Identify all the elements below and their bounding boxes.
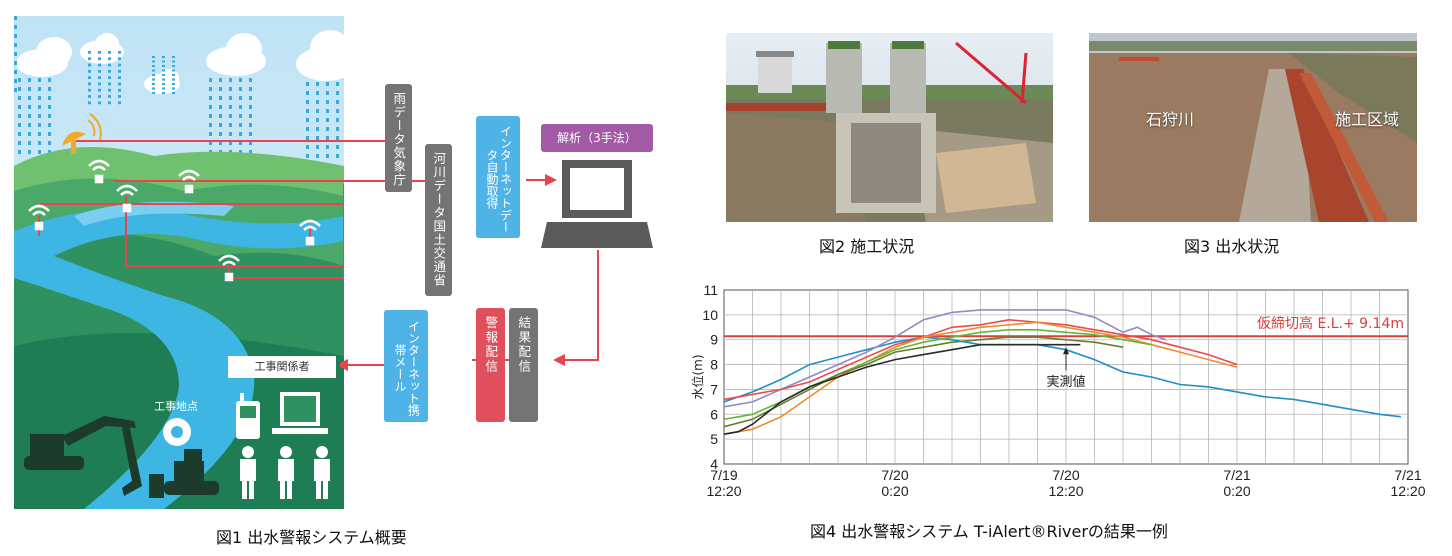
laptop-icon <box>272 392 328 434</box>
y-tick-label: 8 <box>710 357 718 373</box>
bulldozer-icon <box>149 449 219 498</box>
y-tick-label: 5 <box>710 431 718 447</box>
river-data-label: 河川データ国土交通省 <box>431 152 447 287</box>
fig2-caption: 図2 施工状況 <box>819 237 915 256</box>
fig1-caption: 図1 出水警報システム概要 <box>216 528 407 547</box>
x-tick-label: 12:20 <box>1390 483 1425 499</box>
result-label: 結果配信 <box>516 316 532 374</box>
fig2-photo <box>726 33 1053 222</box>
y-tick-label: 7 <box>710 381 718 397</box>
fig4-caption: 図4 出水警報システム T-iAlert®Riverの結果一例 <box>810 522 1168 541</box>
fig1-illustration: 工事地点 工事関係者 <box>14 16 344 509</box>
flood-photo <box>1089 33 1417 222</box>
fig4-chart: 45678910117/1912:207/200:207/2012:207/21… <box>690 282 1426 499</box>
mobile-mail-label: インターネット携帯メール <box>393 320 421 416</box>
fig3-caption: 図3 出水状況 <box>1184 237 1280 256</box>
x-tick-label: 12:20 <box>1048 483 1083 499</box>
x-tick-label: 0:20 <box>1223 483 1250 499</box>
y-tick-label: 10 <box>702 307 718 323</box>
fig1-scene <box>14 16 344 509</box>
series-line-1 <box>723 336 1401 418</box>
y-tick-label: 6 <box>710 406 718 422</box>
annotation-label: 実測値 <box>1046 374 1085 390</box>
rain-icons <box>14 16 339 158</box>
x-tick-label: 7/21 <box>1394 467 1421 483</box>
workers-label: 工事関係者 <box>228 356 336 378</box>
y-tick-label: 4 <box>710 456 718 472</box>
mobile-mail-box: インターネット携帯メール <box>384 310 428 422</box>
rain-data-label: 雨データ気象庁 <box>391 92 407 187</box>
x-tick-label: 7/19 <box>710 467 737 483</box>
rain-data-box: 雨データ気象庁 <box>385 84 412 192</box>
river-name-label: 石狩川 <box>1146 110 1195 129</box>
construction-area-label: 施工区域 <box>1335 110 1400 129</box>
series-line-6 <box>723 336 1124 428</box>
construction-photo <box>726 33 1053 222</box>
site-label: 工事地点 <box>154 400 198 413</box>
x-tick-label: 7/20 <box>1052 467 1079 483</box>
x-tick-label: 7/21 <box>1223 467 1250 483</box>
series-line-4 <box>723 321 1238 435</box>
series-line-3 <box>723 318 1238 401</box>
alert-label: 警報配信 <box>483 316 499 374</box>
network-lines <box>38 140 344 279</box>
excavator-icon <box>24 416 142 496</box>
annotation-arrowhead <box>1063 347 1069 355</box>
x-tick-label: 7/20 <box>881 467 908 483</box>
x-tick-label: 0:20 <box>881 483 908 499</box>
analysis-label: 解析（3手法） <box>557 131 637 145</box>
result-box: 結果配信 <box>509 308 538 422</box>
y-tick-label: 11 <box>703 282 718 298</box>
river-data-box: 河川データ国土交通省 <box>425 144 452 296</box>
threshold-label: 仮締切高 E.L.+ 9.14m <box>1257 315 1404 332</box>
internet-label: インターネットデータ自動取得 <box>485 125 513 233</box>
fig3-photo: 石狩川 施工区域 <box>1089 33 1417 222</box>
y-axis-label: 水位(m) <box>690 354 705 399</box>
alert-box: 警報配信 <box>476 308 505 422</box>
computer-icon <box>541 160 653 248</box>
phone-icon <box>236 393 260 439</box>
internet-box: インターネットデータ自動取得 <box>476 116 520 238</box>
x-tick-label: 12:20 <box>706 483 741 499</box>
sensor-icons <box>28 159 321 282</box>
satellite-dish-icon <box>62 113 102 154</box>
worker-icons <box>240 446 330 499</box>
target-icon <box>163 418 191 446</box>
series-line-2 <box>723 309 1167 408</box>
analysis-box: 解析（3手法） <box>541 124 653 152</box>
series-line-7 <box>723 343 1081 435</box>
y-tick-label: 9 <box>710 332 718 348</box>
